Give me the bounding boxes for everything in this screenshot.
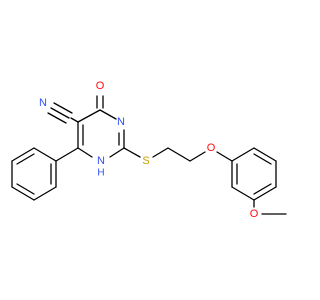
canvas-background: [0, 0, 300, 300]
atom-s-thioether: S: [142, 155, 149, 167]
bond-ph-2-3: [11, 147, 35, 162]
bond-ph-4-5: [11, 186, 35, 201]
molecule-structure-diagram: N O N S O O N H: [0, 0, 300, 300]
bond-c2-s: [123, 147, 141, 158]
bond-ch2-ch2: [167, 147, 191, 162]
bond-o-aryl: [216, 151, 233, 162]
bond-ar-inner-b: [253, 183, 272, 195]
bond-s-ch2: [152, 147, 169, 158]
bond-ph-1-2: [33, 147, 57, 162]
bond-c6-phenyl: [55, 147, 79, 162]
atom-o-methoxy: O: [250, 208, 259, 220]
atom-n-ring1: N: [97, 155, 105, 167]
bond-ph-5-6: [33, 186, 57, 201]
atom-n-ring3: N: [117, 116, 125, 128]
bond-nitrile-c5: [70, 117, 79, 123]
bond-nitrile-triple-a: [50, 107, 70, 119]
atom-n-nitrile: N: [39, 97, 47, 109]
atom-h-ring1: H: [97, 168, 104, 179]
bond-lines: [11, 95, 287, 215]
atom-labels: N O N S O O N H: [39, 80, 259, 220]
bond-c5-c4: [77, 109, 101, 123]
bond-ar-inner-a: [253, 153, 272, 165]
bond-ph-inner-b: [16, 183, 35, 195]
bond-ar-4-5: [253, 186, 277, 201]
bond-ar-2-3: [253, 147, 277, 162]
bond-c2-n1: [109, 147, 125, 158]
bond-ar-1-2: [231, 147, 255, 162]
bond-ph-inner-a: [16, 153, 35, 165]
bond-nitrile-triple-b: [47, 112, 67, 124]
bond-ch2-o: [189, 151, 206, 162]
atom-o-ether: O: [207, 142, 216, 154]
bond-ar-5-6: [231, 186, 255, 201]
bond-c4-n3: [99, 109, 117, 120]
bond-n1-c6: [77, 147, 93, 158]
atom-o-carbonyl: O: [96, 80, 105, 92]
bond-nitrile-triple-c: [53, 102, 73, 114]
